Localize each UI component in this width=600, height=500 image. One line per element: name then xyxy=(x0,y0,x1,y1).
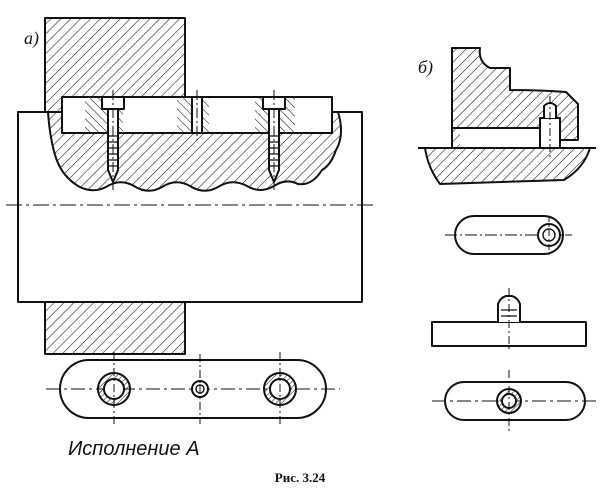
key-plan-view-b xyxy=(432,370,598,432)
view-a-section xyxy=(6,17,375,355)
lower-wall-block xyxy=(44,301,186,355)
key-plan-view-a xyxy=(46,352,340,426)
view-a-label: а) xyxy=(24,28,39,48)
key-pin xyxy=(191,90,203,140)
right-screw xyxy=(262,90,286,190)
key-side-view-b xyxy=(431,288,587,350)
view-b-label: б) xyxy=(418,57,434,77)
key-top-view-b xyxy=(445,215,572,258)
base-plate xyxy=(424,147,591,185)
left-screw xyxy=(101,90,125,190)
figure-caption: Рис. 3.24 xyxy=(274,470,326,485)
variant-label: Исполнение А xyxy=(68,438,200,460)
view-b-section xyxy=(418,47,596,185)
